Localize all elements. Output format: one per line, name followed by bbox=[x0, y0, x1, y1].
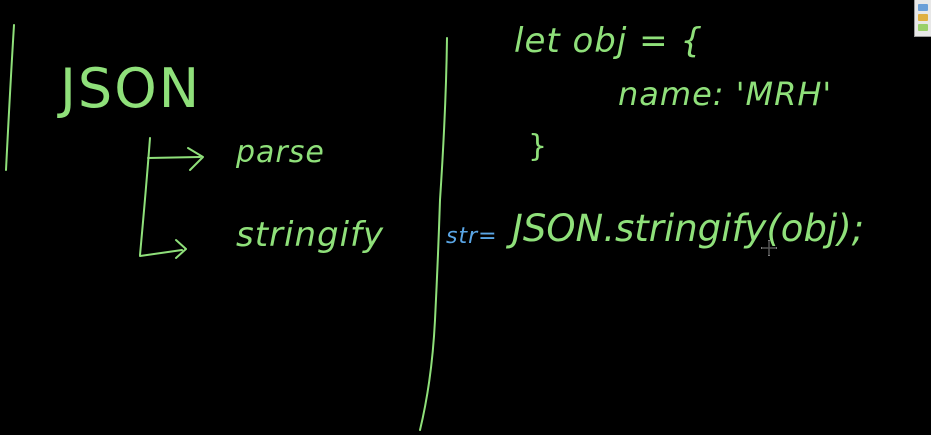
highlighter-icon[interactable] bbox=[918, 14, 928, 21]
code-line-2: name: 'MRH' bbox=[618, 75, 833, 113]
crosshair-cursor-icon bbox=[761, 240, 777, 256]
eraser-icon[interactable] bbox=[918, 24, 928, 31]
code-line-4: JSON.stringify(obj); bbox=[512, 207, 865, 250]
arrow-parse-stroke bbox=[147, 156, 201, 159]
middle-divider-stroke bbox=[419, 37, 448, 431]
arrow-stringify-head bbox=[175, 239, 187, 259]
left-divider-stroke bbox=[5, 24, 15, 171]
branch-stringify-label: stringify bbox=[236, 215, 385, 255]
json-title: JSON bbox=[60, 57, 202, 120]
pen-tool-icon[interactable] bbox=[918, 4, 928, 11]
tree-trunk-stroke bbox=[139, 137, 151, 256]
tool-palette bbox=[914, 0, 931, 37]
variable-name-label: str= bbox=[446, 224, 498, 249]
arrow-stringify-stroke bbox=[139, 249, 183, 257]
code-line-3: } bbox=[528, 129, 549, 164]
code-line-1: let obj = { bbox=[514, 21, 704, 61]
arrow-parse-head bbox=[187, 147, 204, 171]
branch-parse-label: parse bbox=[236, 135, 325, 170]
